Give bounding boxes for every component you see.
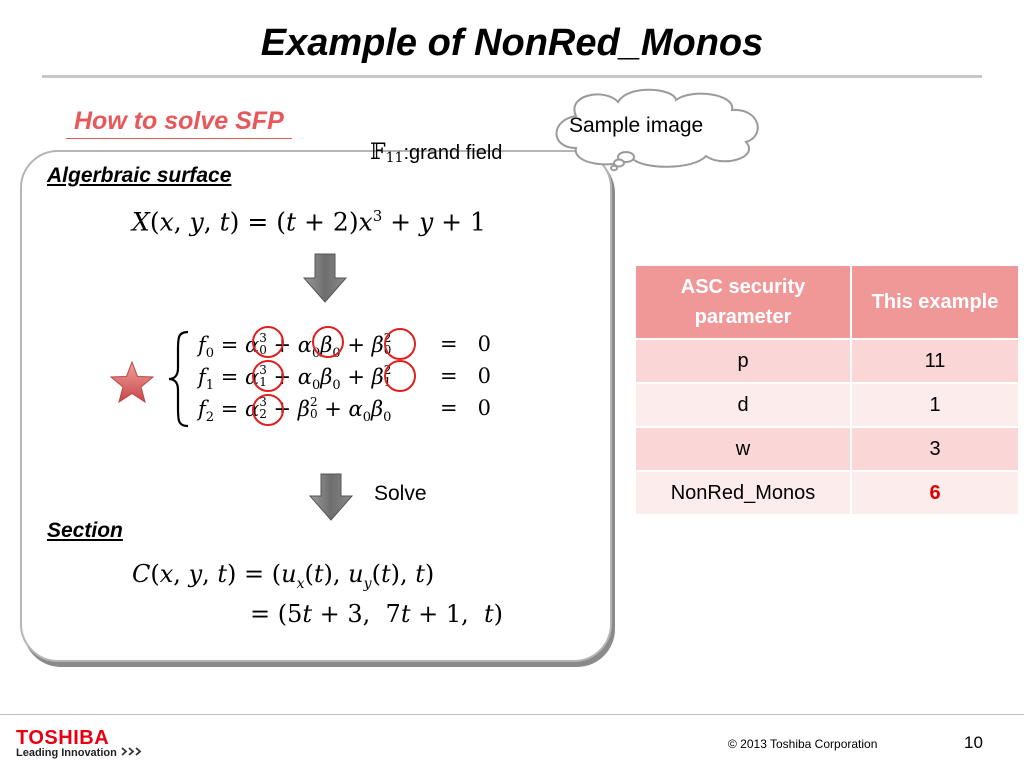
down-arrow-icon (308, 473, 354, 521)
table-row: d 1 (634, 382, 1020, 428)
sample-image-label: Sample image (569, 114, 704, 137)
param-cell: w (634, 426, 852, 472)
section-heading: Section (47, 519, 123, 542)
param-cell: d (634, 382, 852, 428)
value-cell: 1 (850, 382, 1020, 428)
chevron-icon (121, 747, 142, 756)
highlight-circles (252, 326, 416, 426)
toshiba-logo: TOSHIBA (16, 727, 110, 749)
solve-label: Solve (374, 482, 427, 505)
column-header-example: This example (850, 264, 1020, 340)
param-cell: NonRed_Monos (634, 470, 852, 516)
table-row: NonRed_Monos 6 (634, 470, 1020, 516)
field-subscript: 11 (385, 150, 404, 166)
table-row: p 11 (634, 338, 1020, 384)
section-equation-line1: C(x, y, t) = (ux(t), uy(t), t) (132, 560, 435, 592)
parameter-table: ASC security parameter This example p 11… (634, 264, 1020, 516)
tagline-text: Leading Innovation (16, 747, 117, 759)
equation-f1-rhs: = 0 (440, 364, 491, 388)
how-to-heading: How to solve SFP (66, 104, 292, 139)
equation-f2-rhs: = 0 (440, 396, 491, 420)
surface-equation: X(x, y, t) = (t + 2)x3 + y + 1 (132, 207, 486, 237)
table-row: w 3 (634, 426, 1020, 472)
tagline: Leading Innovation (16, 747, 144, 759)
table-header-row: ASC security parameter This example (634, 264, 1020, 340)
field-symbol: 𝔽 (370, 140, 386, 165)
solution-panel (20, 150, 612, 662)
equation-f0-rhs: = 0 (440, 332, 491, 356)
grand-field-label: 𝔽11:grand field (370, 140, 502, 166)
copyright: © 2013 Toshiba Corporation (728, 737, 878, 751)
title-divider (42, 75, 982, 78)
param-cell: p (634, 338, 852, 384)
field-caption: :grand field (403, 142, 503, 164)
highlighted-value-cell: 6 (850, 470, 1020, 516)
value-cell: 11 (850, 338, 1020, 384)
page-number: 10 (964, 733, 983, 752)
down-arrow-icon (302, 253, 348, 303)
thought-cloud-icon (555, 88, 759, 172)
value-cell: 3 (850, 426, 1020, 472)
left-brace (168, 330, 189, 428)
column-header-parameter: ASC security parameter (634, 264, 852, 340)
star-icon (109, 360, 155, 404)
slide-title: Example of NonRed_Monos (260, 22, 764, 64)
footer-divider (0, 714, 1024, 715)
algebraic-surface-heading: Algerbraic surface (47, 164, 232, 187)
section-equation-line2: = (5t + 3, 7t + 1, t) (250, 600, 504, 628)
